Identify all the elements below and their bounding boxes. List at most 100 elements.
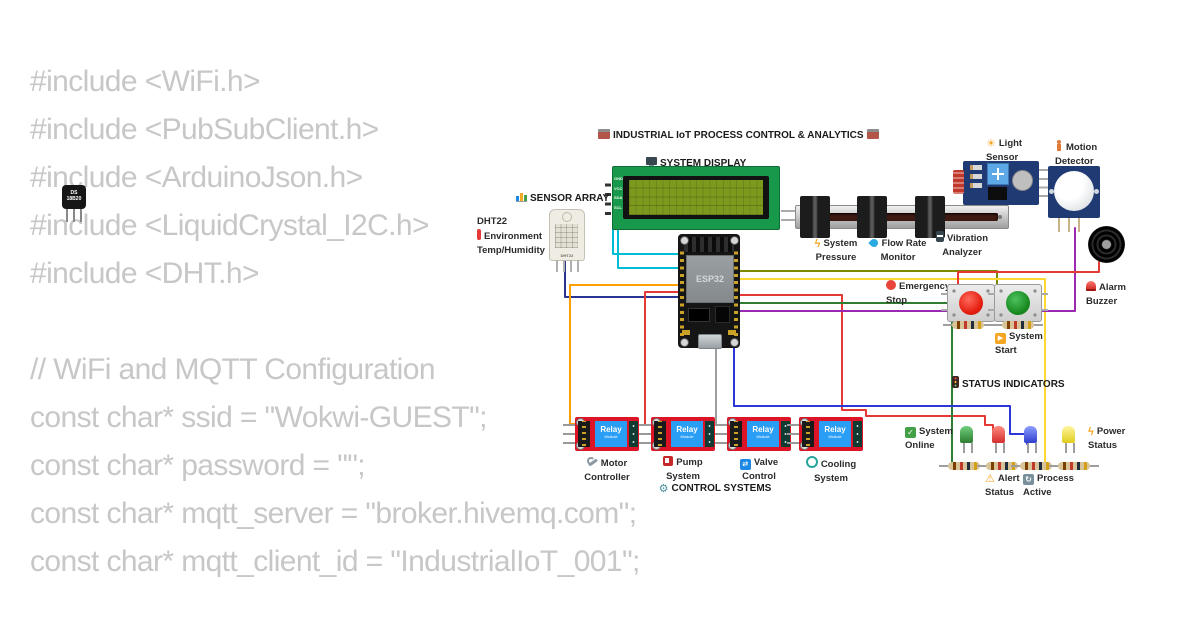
- dht22-grid: [555, 224, 578, 248]
- monitor-icon: [646, 157, 657, 167]
- mount-hole: [680, 236, 689, 245]
- resistor: [1049, 462, 1099, 470]
- wire-lcd-scl: [617, 223, 679, 269]
- play-icon: ▶: [995, 333, 1006, 344]
- buzzer[interactable]: [1088, 226, 1125, 263]
- lightning-icon: ϟ: [814, 238, 821, 250]
- motion-detector-pins: [1058, 218, 1084, 232]
- pressure-slider-knob[interactable]: [800, 196, 830, 238]
- label-process-active: ↻Process Active: [1023, 473, 1074, 498]
- code-line: const char* mqtt_server = "broker.hivemq…: [30, 497, 637, 530]
- yellow-led[interactable]: [1062, 426, 1075, 453]
- screw: [1049, 189, 1054, 194]
- relay-header: [802, 421, 814, 447]
- esp32-pin-header: [680, 250, 684, 336]
- relay-pins: [715, 424, 727, 444]
- smd-resistor: [970, 174, 982, 179]
- wrench-icon: [586, 456, 598, 467]
- ds18b20-label: 18B20: [66, 196, 82, 202]
- lcd-bezel: [623, 176, 769, 219]
- check-icon: ✓: [905, 427, 916, 438]
- motion-detector-module[interactable]: [1048, 166, 1100, 218]
- label-pump-system: Pump System: [648, 456, 718, 484]
- valve-icon: ⇄: [739, 459, 751, 470]
- label-cooling-system: Cooling System: [796, 456, 866, 486]
- light-sensor-module[interactable]: [953, 161, 1039, 205]
- red-led[interactable]: [992, 426, 1005, 453]
- dht22-chip-label: DHT22: [560, 253, 574, 258]
- label-valve-control: ⇄Valve Control: [724, 456, 794, 484]
- ds18b20-sensor[interactable]: DS 18B20: [62, 185, 86, 209]
- water-drop-icon: [867, 237, 880, 249]
- fader-icon: [936, 231, 944, 242]
- emergency-stop-button[interactable]: [941, 284, 1001, 322]
- dht22-pins: [556, 260, 580, 272]
- code-line: #include <DHT.h>: [30, 257, 259, 290]
- flow-slider-knob[interactable]: [857, 196, 887, 238]
- system-start-button[interactable]: [988, 284, 1048, 322]
- dht22-sensor[interactable]: DHT22: [549, 209, 585, 261]
- bar-chart-icon: [516, 190, 527, 202]
- spiral-icon: [805, 456, 818, 468]
- relay-terminal: [853, 421, 862, 447]
- traffic-light-icon: [952, 376, 959, 388]
- code-line: #include <PubSubClient.h>: [30, 113, 379, 146]
- wire-pir: [739, 227, 1076, 312]
- usb-connector: [698, 334, 722, 349]
- resistor: [939, 462, 989, 470]
- code-line: #include <LiquidCrystal_I2C.h>: [30, 209, 430, 242]
- slider-pins: [781, 207, 795, 221]
- label-motion-detector: Motion Detector: [1055, 140, 1098, 167]
- control-systems-header: ⚙CONTROL SYSTEMS: [658, 483, 772, 495]
- relay-terminal: [705, 421, 714, 447]
- wire-relay1: [569, 284, 679, 425]
- relay-header: [654, 421, 666, 447]
- esp32-chip: [715, 306, 730, 323]
- relay-pins: [787, 424, 799, 444]
- wire-buzzer: [957, 261, 1100, 285]
- esp32-button: [728, 330, 736, 335]
- resistor: [1011, 462, 1061, 470]
- label-vibration: Vibration Analyzer: [926, 231, 998, 260]
- label-alarm-buzzer: Alarm Buzzer: [1086, 281, 1126, 307]
- esp32-antenna: [684, 237, 734, 252]
- wire-alert-led: [739, 294, 994, 431]
- red-button-cap[interactable]: [959, 291, 983, 315]
- relay-pins: [639, 424, 651, 444]
- slider-track: [806, 213, 1002, 221]
- relay-header: [578, 421, 590, 447]
- green-button-cap[interactable]: [1006, 291, 1030, 315]
- code-line: const char* ssid = "Wokwi-GUEST";: [30, 401, 488, 434]
- label-dht22: DHT22 Environment Temp/Humidity: [477, 216, 545, 256]
- lightning-icon: ϟ: [1088, 426, 1094, 438]
- esp32-board[interactable]: ESP32: [678, 234, 740, 349]
- pir-dome: [1054, 171, 1094, 211]
- label-flow-rate: Flow Rate Monitor: [862, 237, 934, 265]
- label-alert-status: ⚠Alert Status: [985, 473, 1020, 498]
- diagram-title: INDUSTRIAL IoT PROCESS CONTROL & ANALYTI…: [598, 129, 879, 141]
- warning-icon: ⚠: [985, 473, 995, 485]
- lcd-display[interactable]: [612, 166, 780, 230]
- esp32-pin-header: [734, 250, 738, 336]
- mount-hole: [730, 236, 739, 245]
- sun-icon: ☀: [986, 138, 996, 150]
- code-line: #include <WiFi.h>: [30, 65, 261, 98]
- label-emergency-stop: Emergency Stop: [886, 280, 951, 306]
- green-led[interactable]: [960, 426, 973, 453]
- esp32-chip: [688, 308, 710, 322]
- factory-icon: [866, 129, 879, 139]
- resistor: [993, 321, 1043, 329]
- relay-terminal: [629, 421, 638, 447]
- status-indicators-header: STATUS INDICATORS: [952, 376, 1065, 390]
- ds18b20-legs: [66, 209, 84, 222]
- blue-led[interactable]: [1024, 426, 1037, 453]
- label-motor-controller: Motor Controller: [584, 456, 630, 483]
